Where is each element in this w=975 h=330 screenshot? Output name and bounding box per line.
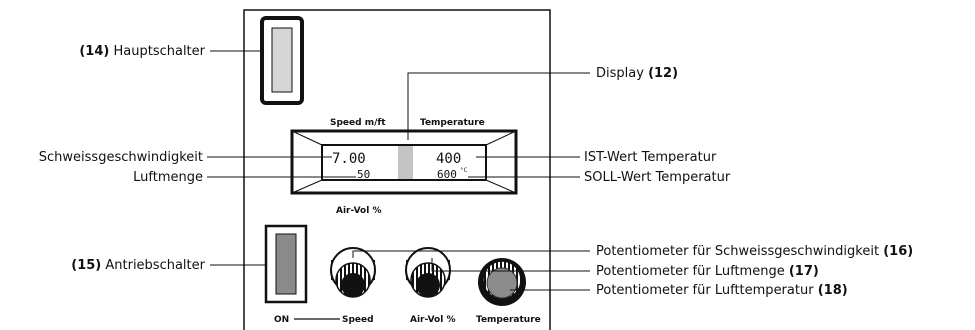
airvol-knob[interactable] <box>405 247 451 298</box>
callout-air-volume: Luftmenge <box>133 170 203 185</box>
display-temp-unit: °C <box>460 167 468 174</box>
drive-switch[interactable] <box>264 224 308 304</box>
airvol-label: Air-Vol % <box>410 315 455 325</box>
callout-drive-switch: (15) Antriebschalter <box>71 258 205 273</box>
control-panel <box>243 9 551 330</box>
leader-lines <box>207 50 590 291</box>
callout-pot-temp: Potentiometer für Lufttemperatur (18) <box>596 283 848 298</box>
display-airvol-value: 50 <box>357 168 370 181</box>
callout-welding-speed: Schweissgeschwindigkeit <box>39 150 203 165</box>
speed-label: Speed <box>342 315 374 325</box>
on-label: ON <box>274 315 289 325</box>
speed-heading: Speed m/ft <box>330 118 386 128</box>
callout-display: Display (12) <box>596 66 678 81</box>
display-temp-set: 600 <box>437 168 457 181</box>
main-switch[interactable] <box>260 16 304 105</box>
callout-pot-airvol: Potentiometer für Luftmenge (17) <box>596 264 819 279</box>
display-speed-value: 7.00 <box>332 151 366 167</box>
airvol-heading: Air-Vol % <box>336 206 381 216</box>
temperature-heading: Temperature <box>420 118 485 128</box>
speed-knob[interactable] <box>330 247 376 298</box>
callout-temp-actual: IST-Wert Temperatur <box>584 150 717 165</box>
temperature-label: Temperature <box>476 315 541 325</box>
callout-temp-set: SOLL-Wert Temperatur <box>584 170 731 185</box>
temperature-knob[interactable] <box>478 258 526 306</box>
display-temp-actual: 400 <box>436 151 461 167</box>
display-center-window <box>398 146 413 179</box>
callout-pot-speed: Potentiometer für Schweissgeschwindigkei… <box>596 244 913 259</box>
callout-main-switch: (14) Hauptschalter <box>79 44 205 59</box>
display: 7.00 50 400 600 °C <box>290 129 518 195</box>
